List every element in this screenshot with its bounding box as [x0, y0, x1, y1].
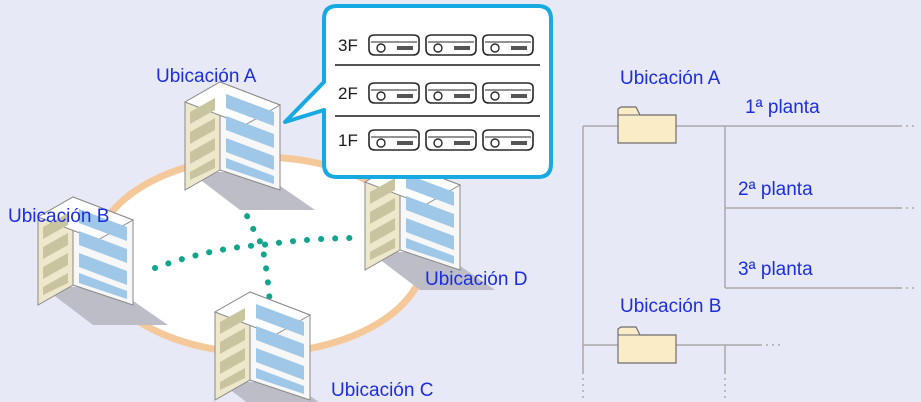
- tree-continuation: [582, 125, 918, 400]
- location-a-label: Ubicación A: [156, 66, 257, 87]
- projector-icon: [368, 82, 420, 104]
- projector-icon: [425, 82, 477, 104]
- floor-label-2f: 2F: [338, 84, 358, 103]
- projector-icon: [482, 129, 534, 151]
- tree-floor-1-label: 1ª planta: [745, 97, 820, 118]
- tree-group-a-label: Ubicación A: [620, 68, 721, 89]
- projector-icon: [482, 82, 534, 104]
- location-tree: Ubicación A 1ª planta 2ª planta 3ª plant…: [582, 68, 918, 400]
- tree-floor-2-label: 2ª planta: [738, 179, 813, 200]
- projector-icon: [425, 129, 477, 151]
- floor-label-3f: 3F: [338, 36, 358, 55]
- projector-icon: [482, 34, 534, 56]
- floor-callout: 3F 2F 1F: [283, 4, 553, 179]
- projector-icon: [425, 34, 477, 56]
- folder-b-icon: [617, 326, 677, 364]
- projector-icon: [368, 129, 420, 151]
- folder-a-icon: [617, 106, 677, 144]
- tree-lines: [582, 125, 900, 372]
- floor-label-1f: 1F: [338, 131, 358, 150]
- tree-group-b-label: Ubicación B: [620, 296, 721, 317]
- tree-floor-3-label: 3ª planta: [738, 259, 813, 280]
- projector-icon: [368, 34, 420, 56]
- location-d-label: Ubicación D: [425, 269, 527, 290]
- location-b-label: Ubicación B: [8, 206, 109, 227]
- location-c-label: Ubicación C: [331, 380, 433, 401]
